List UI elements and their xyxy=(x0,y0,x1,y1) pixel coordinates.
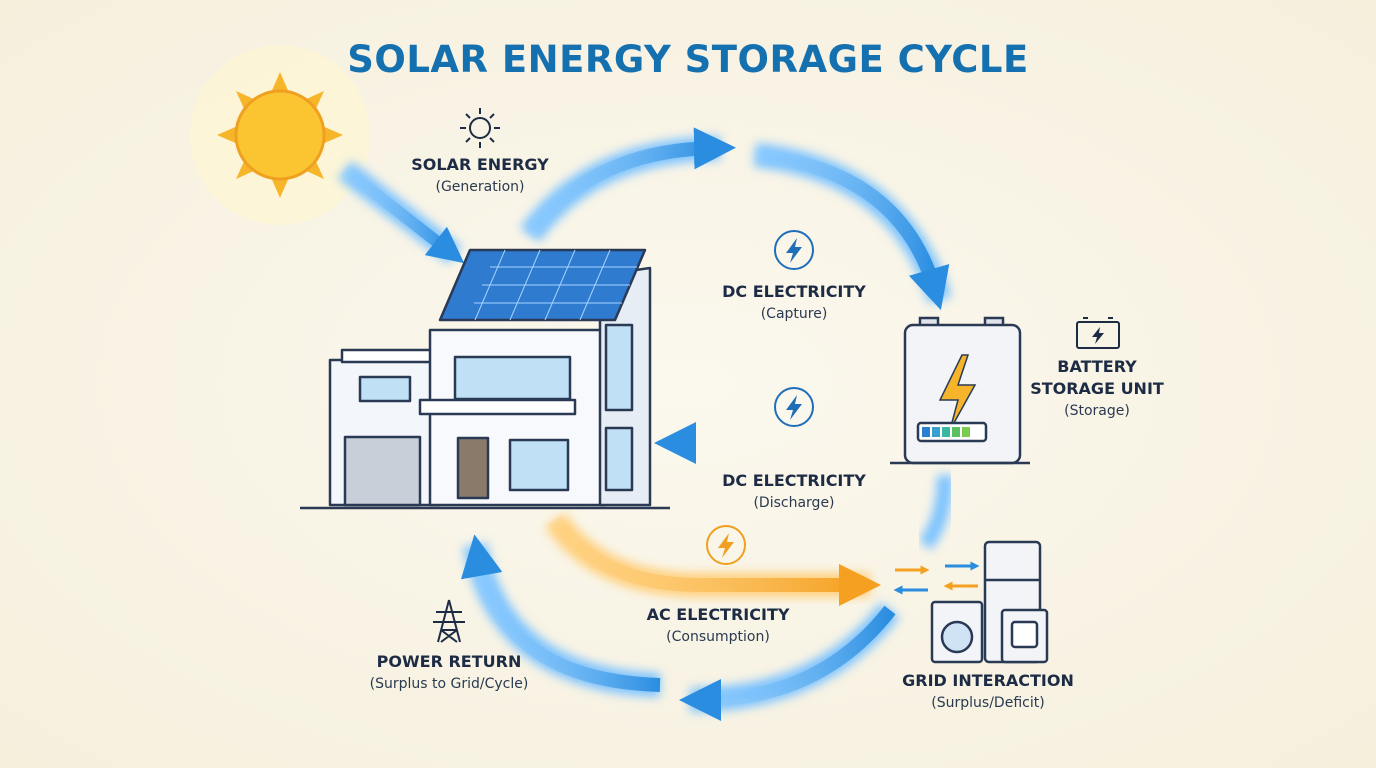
stage-heading: POWER RETURN xyxy=(376,652,522,671)
stage-sub: (Generation) xyxy=(435,179,525,195)
lightning-circle-icon xyxy=(774,230,814,270)
arrow-power-return xyxy=(460,534,661,697)
arrow-battery-to-grid xyxy=(918,474,953,550)
arrow-to-battery xyxy=(753,143,952,311)
lightning-circle-orange-icon xyxy=(706,525,746,565)
stage-heading: SOLAR ENERGY xyxy=(411,155,549,174)
stage-sub: (Capture) xyxy=(760,306,828,322)
house-illustration xyxy=(300,248,670,510)
stage-heading: DC ELECTRICITY xyxy=(722,282,866,301)
appliances-illustration xyxy=(893,540,1049,664)
transmission-tower-icon xyxy=(433,599,465,643)
arrow-sun-to-panel xyxy=(338,161,465,264)
label-ac-electricity: AC ELECTRICITY (Consumption) xyxy=(647,604,790,648)
stage-sub: (Surplus/Deficit) xyxy=(931,695,1045,711)
battery-icon xyxy=(1076,317,1120,349)
arrow-grid-return xyxy=(679,602,900,721)
stage-heading: STORAGE UNIT xyxy=(1030,379,1164,398)
page-title: SOLAR ENERGY STORAGE CYCLE xyxy=(347,38,1029,81)
arrow-dc-capture-top xyxy=(520,127,736,243)
label-power-return: POWER RETURN (Surplus to Grid/Cycle) xyxy=(370,651,529,695)
stage-heading: DC ELECTRICITY xyxy=(722,471,866,490)
stage-sub: (Storage) xyxy=(1064,403,1130,419)
stage-heading: BATTERY xyxy=(1057,357,1137,376)
label-battery: BATTERY STORAGE UNIT (Storage) xyxy=(1030,356,1164,422)
lightning-circle-icon xyxy=(774,387,814,427)
label-dc-discharge: DC ELECTRICITY (Discharge) xyxy=(722,470,866,514)
label-grid-interaction: GRID INTERACTION (Surplus/Deficit) xyxy=(902,670,1074,714)
stage-sub: (Consumption) xyxy=(666,629,770,645)
stage-sub: (Discharge) xyxy=(753,495,835,511)
sun-outline-icon xyxy=(460,108,500,148)
battery-storage-illustration xyxy=(890,316,1030,465)
stage-heading: AC ELECTRICITY xyxy=(646,605,790,624)
stage-sub: (Surplus to Grid/Cycle) xyxy=(369,676,529,692)
arrow-ac-consumption xyxy=(545,512,881,606)
stage-heading: GRID INTERACTION xyxy=(902,671,1074,690)
sun-icon xyxy=(190,45,370,225)
label-solar-energy: SOLAR ENERGY (Generation) xyxy=(411,154,549,198)
label-dc-capture: DC ELECTRICITY (Capture) xyxy=(722,281,866,325)
